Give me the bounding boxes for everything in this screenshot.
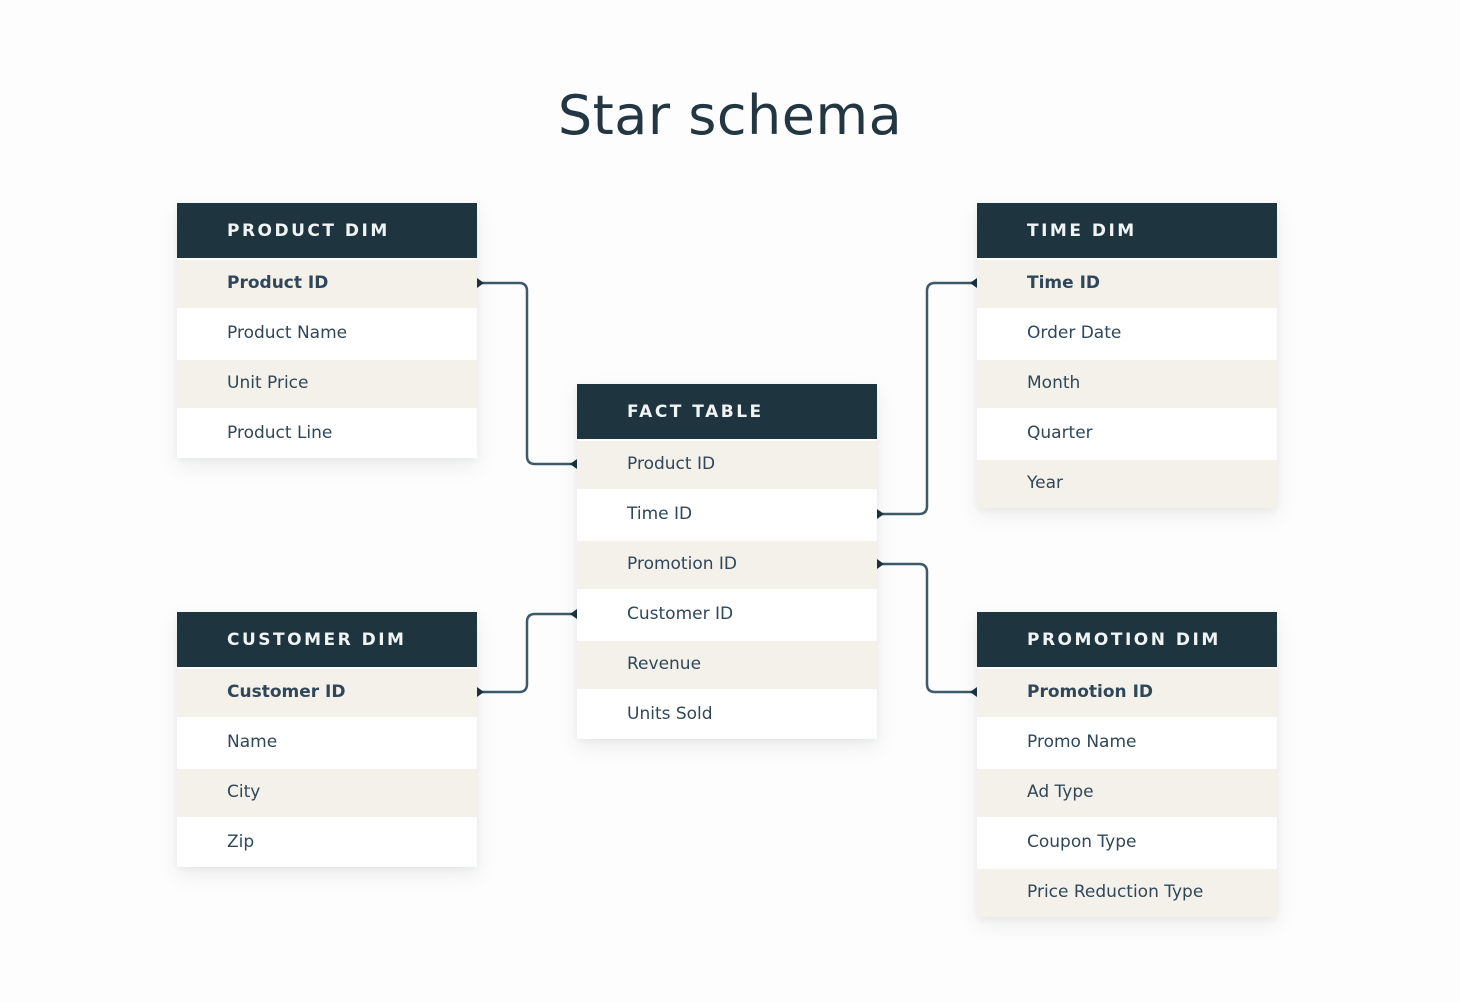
table-title: PRODUCT DIM — [227, 220, 390, 241]
row-customer-dim-zip: Zip — [177, 817, 477, 867]
diagram-title: Star schema — [557, 84, 903, 147]
connector-customer-id — [477, 612, 577, 694]
table-customer-dim-header: CUSTOMER DIM — [177, 612, 477, 667]
row-fact-units-sold: Units Sold — [577, 689, 877, 739]
row-product-dim-product-line: Product Line — [177, 408, 477, 458]
table-title: FACT TABLE — [627, 401, 764, 422]
row-product-dim-product-id: Product ID — [177, 258, 477, 308]
row-promotion-dim-price-reduction-type: Price Reduction Type — [977, 867, 1277, 917]
row-time-dim-year: Year — [977, 458, 1277, 508]
table-time-dim: TIME DIM Time ID Order Date Month Quarte… — [977, 203, 1277, 508]
row-time-dim-time-id: Time ID — [977, 258, 1277, 308]
table-customer-dim: CUSTOMER DIM Customer ID Name City Zip — [177, 612, 477, 867]
table-fact-header: FACT TABLE — [577, 384, 877, 439]
table-title: TIME DIM — [1027, 220, 1137, 241]
row-time-dim-order-date: Order Date — [977, 308, 1277, 358]
connector-time-id — [877, 281, 977, 516]
row-customer-dim-city: City — [177, 767, 477, 817]
row-fact-promotion-id: Promotion ID — [577, 539, 877, 589]
row-customer-dim-name: Name — [177, 717, 477, 767]
row-customer-dim-customer-id: Customer ID — [177, 667, 477, 717]
row-time-dim-quarter: Quarter — [977, 408, 1277, 458]
table-promotion-dim: PROMOTION DIM Promotion ID Promo Name Ad… — [977, 612, 1277, 917]
row-promotion-dim-promo-name: Promo Name — [977, 717, 1277, 767]
row-promotion-dim-ad-type: Ad Type — [977, 767, 1277, 817]
row-fact-time-id: Time ID — [577, 489, 877, 539]
connector-product-id — [477, 281, 577, 466]
table-product-dim: PRODUCT DIM Product ID Product Name Unit… — [177, 203, 477, 458]
row-time-dim-month: Month — [977, 358, 1277, 408]
row-fact-customer-id: Customer ID — [577, 589, 877, 639]
table-product-dim-header: PRODUCT DIM — [177, 203, 477, 258]
table-time-dim-header: TIME DIM — [977, 203, 1277, 258]
row-fact-revenue: Revenue — [577, 639, 877, 689]
row-promotion-dim-coupon-type: Coupon Type — [977, 817, 1277, 867]
table-title: PROMOTION DIM — [1027, 629, 1221, 650]
table-title: CUSTOMER DIM — [227, 629, 407, 650]
table-promotion-dim-header: PROMOTION DIM — [977, 612, 1277, 667]
row-fact-product-id: Product ID — [577, 439, 877, 489]
row-product-dim-unit-price: Unit Price — [177, 358, 477, 408]
connector-promotion-id — [877, 562, 977, 694]
table-fact: FACT TABLE Product ID Time ID Promotion … — [577, 384, 877, 739]
row-promotion-dim-promotion-id: Promotion ID — [977, 667, 1277, 717]
row-product-dim-product-name: Product Name — [177, 308, 477, 358]
